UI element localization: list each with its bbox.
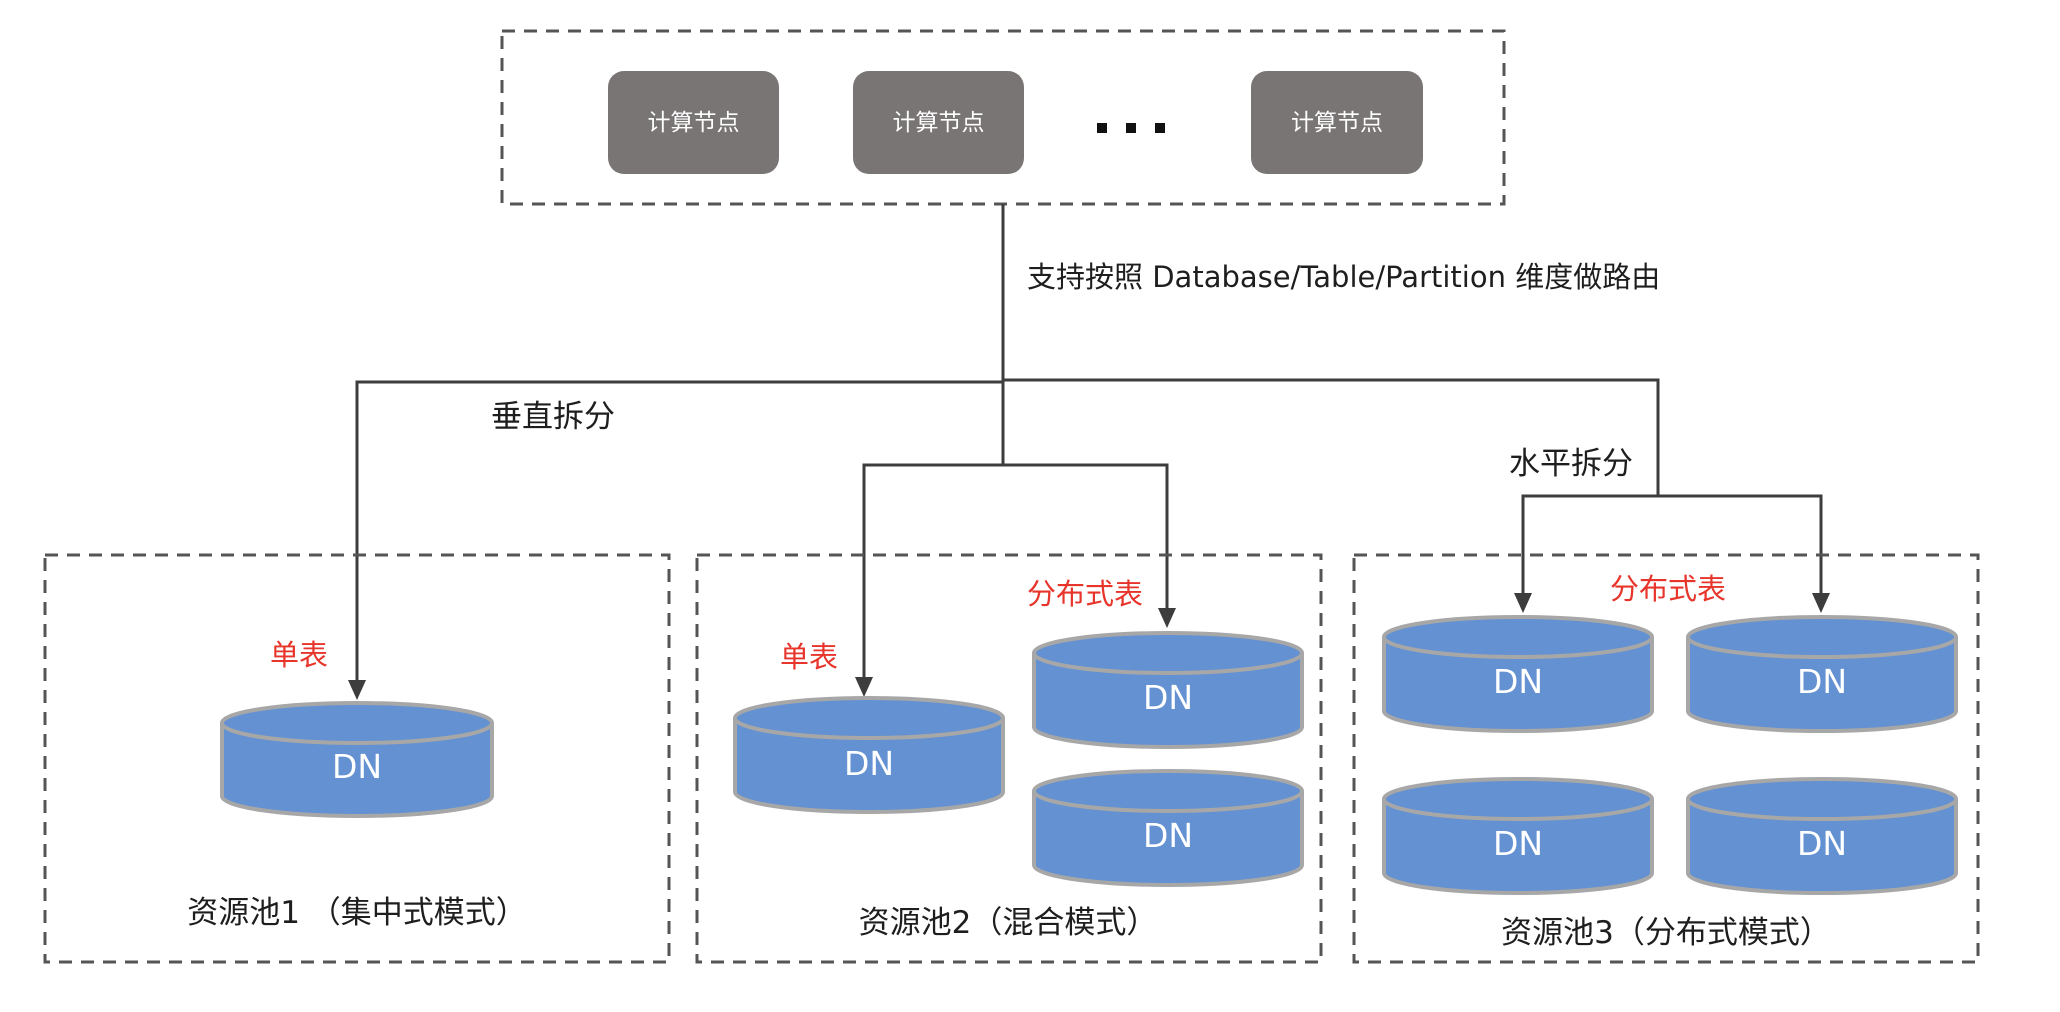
dn-node: DN <box>1382 777 1654 895</box>
dn-label: DN <box>332 747 382 786</box>
dn-cylinder-top <box>733 696 1005 740</box>
dn-node: DN <box>1382 615 1654 733</box>
table-type-label: 单表 <box>270 638 328 672</box>
dn-node: DN <box>733 696 1005 814</box>
resource-pool-label: 资源池3（分布式模式） <box>1501 915 1831 951</box>
dn-label: DN <box>1493 824 1543 863</box>
dn-label: DN <box>1797 662 1847 701</box>
dn-label: DN <box>1797 824 1847 863</box>
dn-label: DN <box>1143 678 1193 717</box>
arrow-down-icon <box>855 677 873 697</box>
dn-cylinder-top <box>220 701 494 745</box>
vertical-split-label: 垂直拆分 <box>491 399 615 435</box>
compute-node-label: 计算节点 <box>648 110 740 136</box>
compute-node-box <box>853 71 1024 174</box>
horizontal-split-label: 水平拆分 <box>1509 446 1633 482</box>
table-type-label: 分布式表 <box>1610 572 1726 606</box>
compute-node: 计算节点 <box>853 71 1024 174</box>
ellipsis-dot <box>1097 123 1107 133</box>
dn-node: DN <box>1032 631 1304 749</box>
dn-cylinder-body <box>220 723 494 818</box>
table-type-label: 分布式表 <box>1027 577 1143 611</box>
resource-pool-1: 单表 DN 资源池1 （集中式模式） <box>43 553 671 964</box>
compute-node-ellipsis: ... <box>1097 123 1165 133</box>
dn-cylinder-body <box>733 718 1005 814</box>
compute-node-label: 计算节点 <box>893 110 985 136</box>
resource-pool-border <box>695 553 1323 964</box>
dn-cylinder-body <box>1032 653 1304 749</box>
resource-pool-label: 资源池1 （集中式模式） <box>187 895 527 931</box>
dn-label: DN <box>844 744 894 783</box>
resource-pool-border <box>43 553 671 964</box>
dn-cylinder-body <box>1686 637 1958 733</box>
dn-cylinder-body <box>1686 799 1958 895</box>
resource-pool-border <box>1352 553 1980 964</box>
route-label: 支持按照 Database/Table/Partition 维度做路由 <box>1027 260 1660 294</box>
dn-cylinder-top <box>1686 615 1958 659</box>
dn-cylinder-body <box>1032 791 1304 887</box>
arrow-down-icon <box>348 680 366 700</box>
resource-pool-2: 单表 分布式表 DN DN DN 资源池2（混合模式） <box>695 553 1323 964</box>
compute-layer: 计算节点 计算节点 ... 计算节点 <box>500 29 1506 206</box>
ellipsis-dot <box>1155 123 1165 133</box>
dn-label: DN <box>1143 816 1193 855</box>
dn-cylinder-top <box>1382 615 1654 659</box>
dn-node: DN <box>1686 615 1958 733</box>
vertical-split-line <box>355 380 1003 683</box>
ellipsis-dot <box>1126 123 1136 133</box>
dn-node: DN <box>1686 777 1958 895</box>
compute-node-box <box>1251 71 1423 174</box>
horizontal-split-line <box>1003 378 1660 496</box>
dn-cylinder-top <box>1686 777 1958 821</box>
pool3-fork-line <box>1521 494 1823 596</box>
table-type-label: 单表 <box>780 640 838 674</box>
dn-node: DN <box>1032 769 1304 887</box>
arrow-down-icon <box>1514 593 1532 613</box>
dn-label: DN <box>1493 662 1543 701</box>
dn-cylinder-body <box>1382 637 1654 733</box>
arrow-down-icon <box>1158 608 1176 628</box>
compute-node: 计算节点 <box>1251 71 1423 174</box>
resource-pool-label: 资源池2（混合模式） <box>859 905 1158 941</box>
dn-cylinder-top <box>1032 631 1304 675</box>
dn-cylinder-top <box>1032 769 1304 813</box>
pool2-fork-line <box>862 463 1169 681</box>
compute-node-label: 计算节点 <box>1291 110 1383 136</box>
dn-cylinder-top <box>1382 777 1654 821</box>
dn-cylinder-body <box>1382 799 1654 895</box>
compute-node: 计算节点 <box>608 71 779 174</box>
compute-node-box <box>608 71 779 174</box>
resource-pool-3: 分布式表 DN DN DN DN 资源池3（分布式模式） <box>1352 553 1980 964</box>
arrow-down-icon <box>1812 593 1830 613</box>
dn-node: DN <box>220 701 494 818</box>
routing-connectors <box>348 204 1830 700</box>
